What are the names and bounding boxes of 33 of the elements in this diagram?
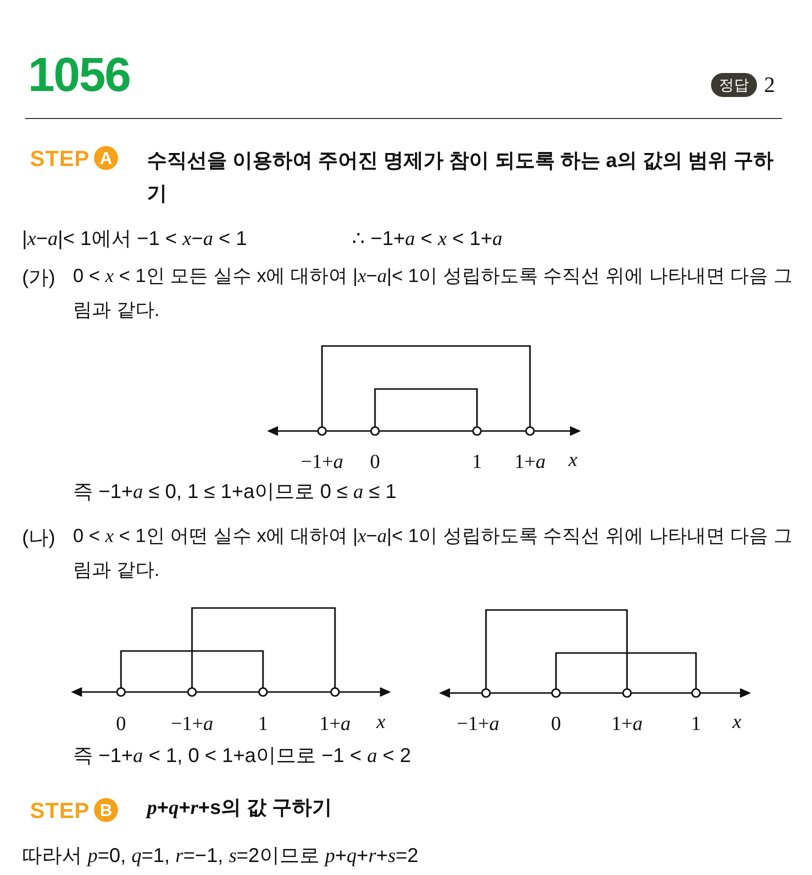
axis-label: −1+a	[456, 714, 500, 734]
body-text: 0 < x < 1인 어떤 실수 x에 대하여 |x−a|< 1이 성립하도록 수직선 위에 나타내면 다음 그림과 같다.	[73, 525, 793, 583]
axis-label: 1	[691, 714, 701, 734]
answer-badge: 정답	[711, 73, 757, 97]
axis-label: x	[732, 712, 742, 732]
step-heading: 수직선을 이용하여 주어진 명제가 참이 되도록 하는 a의 값의 범위 구하기	[147, 149, 775, 207]
axis-label: −1+a	[300, 452, 344, 472]
axis-label: 1+a	[611, 714, 643, 734]
conclusion-text: 즉 −1+a ≤ 0, 1 ≤ 1+a이므로 0 ≤ a ≤ 1	[73, 482, 396, 502]
conclusion-text: 따라서 p=0, q=1, r=−1, s=2이므로 p+q+r+s=2	[22, 846, 418, 866]
step-label: STEP	[30, 800, 90, 822]
axis-label: 1	[258, 714, 268, 734]
equation-text: ∴ −1+a < x < 1+a	[352, 229, 502, 249]
equation-text: |x−a|< 1에서 −1 < x−a < 1	[22, 229, 247, 249]
problem-number: 1056	[28, 52, 130, 100]
axis-label: 1+a	[319, 714, 351, 734]
axis-label: −1+a	[170, 714, 214, 734]
body-text: 0 < x < 1인 모든 실수 x에 대하여 |x−a|< 1이 성립하도록 수직선 위에 나타내면 다음 그림과 같다.	[73, 265, 793, 323]
step-heading: p+q+r+s의 값 구하기	[147, 798, 332, 818]
axis-label: 1+a	[514, 452, 546, 472]
axis-label: 1	[472, 452, 482, 472]
axis-label: 0	[370, 452, 380, 472]
axis-label: x	[376, 712, 386, 732]
item-marker: (나)	[22, 528, 56, 548]
axis-label: 0	[551, 714, 561, 734]
step-letter-badge: B	[94, 798, 118, 822]
axis-label: 0	[116, 714, 126, 734]
item-marker: (가)	[22, 268, 56, 288]
answer-value: 2	[764, 74, 775, 96]
step-letter-badge: A	[94, 146, 118, 170]
step-label: STEP	[30, 148, 90, 170]
conclusion-text: 즉 −1+a < 1, 0 < 1+a이므로 −1 < a < 2	[73, 746, 411, 766]
axis-label: x	[568, 450, 578, 470]
